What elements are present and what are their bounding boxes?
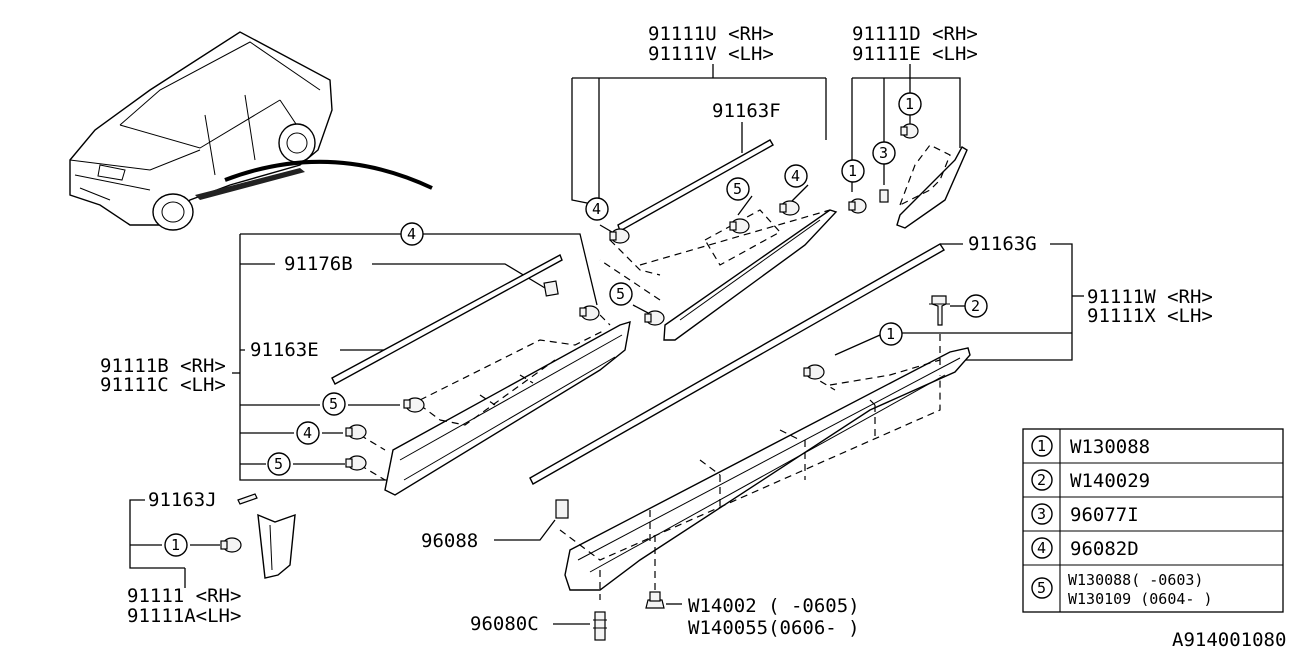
clip-icon [644, 310, 665, 326]
label-91163g: 91163G [968, 233, 1037, 255]
callout-5: 5 [322, 392, 346, 416]
legend-num: 1 [1037, 437, 1046, 455]
legend-row-5: 5 W130088( -0603) W130109 (0604- ) [1031, 571, 1213, 608]
clip-icon [579, 305, 600, 321]
mudguard-group: 91163J 91111 <RH> 91111A<LH> [127, 489, 296, 627]
callout-markers: 4 4 5 5 4 1 3 1 2 1 5 4 5 1 [164, 92, 988, 557]
svg-text:1: 1 [886, 325, 895, 343]
callout-4: 4 [400, 222, 424, 246]
legend-row-4: 4 96082D [1031, 537, 1139, 560]
label-91163e: 91163E [250, 339, 319, 361]
legend-part: W130109 (0604- ) [1068, 590, 1213, 608]
svg-text:5: 5 [329, 395, 338, 413]
front-door-molding-group: 91176B 91163E 91111B <RH> 91111C <LH> [100, 233, 631, 496]
label-91111u: 91111U <RH> [648, 23, 774, 45]
label-w14002: W14002 ( -0605) [688, 595, 860, 617]
legend-num: 5 [1037, 579, 1046, 597]
callout-4: 4 [585, 197, 609, 221]
callout-5: 5 [609, 282, 633, 306]
vehicle-illustration [69, 31, 433, 231]
svg-text:1: 1 [848, 162, 857, 180]
label-91163j: 91163J [148, 489, 217, 511]
label-91111b: 91111B <RH> [100, 355, 226, 377]
legend-part: 96082D [1070, 538, 1139, 560]
side-sill-strip-group: 91163G 91111W <RH> 91111X <LH> [529, 233, 1213, 485]
clip-icon [900, 123, 919, 139]
legend-row-2: 2 W140029 [1031, 469, 1150, 492]
svg-text:4: 4 [592, 200, 601, 218]
callout-3: 3 [872, 141, 896, 165]
upper-front-molding-group: 91111U <RH> 91111V <LH> 91163F [571, 23, 838, 341]
label-96088: 96088 [421, 530, 478, 552]
callout-2: 2 [964, 294, 988, 318]
rear-molding-group: 91111D <RH> 91111E <LH> [848, 23, 978, 229]
clip-icon [220, 537, 242, 553]
callout-5: 5 [726, 177, 750, 201]
clip-icon [403, 397, 425, 413]
clip-icon [729, 218, 750, 234]
svg-text:5: 5 [616, 285, 625, 303]
label-91111v: 91111V <LH> [648, 43, 774, 65]
diagram-code: A914001080 [1172, 629, 1286, 651]
clip-icon [779, 200, 800, 216]
legend-num: 3 [1037, 505, 1046, 523]
callout-1: 1 [898, 92, 922, 116]
svg-text:5: 5 [274, 455, 283, 473]
legend-part: 96077I [1070, 504, 1139, 526]
legend-part: W140029 [1070, 470, 1150, 492]
svg-text:3: 3 [879, 144, 888, 162]
label-91111: 91111 <RH> [127, 585, 241, 607]
label-91111d: 91111D <RH> [852, 23, 978, 45]
legend-part: W130088 [1070, 436, 1150, 458]
legend-row-1: 1 W130088 [1031, 435, 1150, 458]
callout-1: 1 [879, 322, 903, 346]
legend-num: 4 [1037, 539, 1046, 557]
grommet-icon [645, 591, 665, 609]
clip-icon [345, 455, 367, 471]
clip-icon [848, 198, 867, 214]
svg-text:4: 4 [791, 167, 800, 185]
label-91111c: 91111C <LH> [100, 374, 226, 396]
label-91111w: 91111W <RH> [1087, 286, 1213, 308]
clip-icon [345, 424, 367, 440]
callout-5: 5 [267, 452, 291, 476]
label-96080c: 96080C [470, 613, 539, 635]
label-91176b: 91176B [284, 253, 353, 275]
legend-part: W130088( -0603) [1068, 571, 1203, 589]
svg-text:1: 1 [171, 536, 180, 554]
clip-icon [609, 228, 630, 244]
callout-4: 4 [296, 421, 320, 445]
label-91111a: 91111A<LH> [127, 605, 241, 627]
clip-icon [803, 364, 825, 380]
legend-num: 2 [1037, 471, 1046, 489]
label-91111e: 91111E <LH> [852, 43, 978, 65]
svg-text:4: 4 [407, 225, 416, 243]
label-w140055: W140055(0606- ) [688, 617, 860, 639]
side-sill-group: 96088 96080C W14002 ( -0605) W140055(060… [421, 295, 971, 641]
callout-4: 4 [784, 164, 808, 188]
callout-1: 1 [164, 533, 188, 557]
svg-text:4: 4 [303, 424, 312, 442]
screw-icon [593, 611, 607, 641]
label-91111x: 91111X <LH> [1087, 305, 1213, 327]
svg-text:5: 5 [733, 180, 742, 198]
callout-1: 1 [841, 159, 865, 183]
svg-text:2: 2 [971, 297, 980, 315]
screw-icon [929, 295, 950, 326]
legend-row-3: 3 96077I [1031, 503, 1139, 526]
label-91163f: 91163F [712, 100, 781, 122]
svg-text:1: 1 [905, 95, 914, 113]
legend-table: 1 W130088 2 W140029 3 96077I 4 96082D 5 … [1022, 428, 1284, 613]
